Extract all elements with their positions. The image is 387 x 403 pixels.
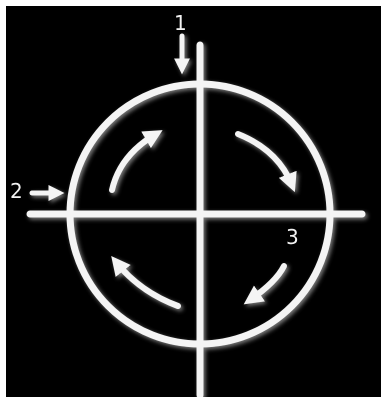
rotation-arrow-top-left [112,134,156,190]
rotation-arrow-bottom-left [116,262,178,306]
rotation-arrow-top-right [238,134,292,185]
label-one: 1 [174,11,187,35]
label-two: 2 [10,179,23,203]
label-three: 3 [286,225,299,249]
rotation-arrow-bottom-right [250,266,284,300]
